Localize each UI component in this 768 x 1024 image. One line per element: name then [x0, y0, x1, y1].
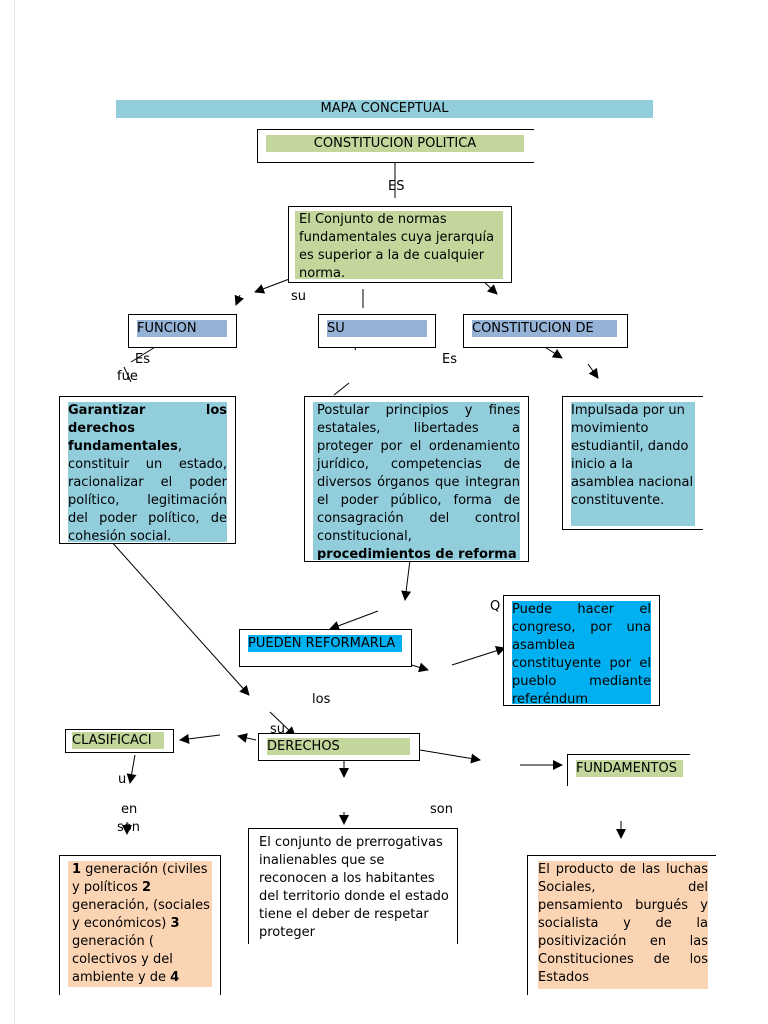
line-def-funcion [254, 277, 293, 294]
node-constitucion-de: CONSTITUCION DE [463, 314, 628, 348]
line-funcion-derechos [109, 539, 250, 696]
node-definicion-text: El Conjunto de normas fundamentales cuya… [295, 211, 503, 279]
connector-son-fund: son [430, 802, 453, 817]
node-funcion-label: FUNCION [137, 320, 227, 337]
contenido-text: Postular principios y fines estatales, l… [317, 403, 520, 544]
node-reforma-text-body: Puede hacer el congreso, por una asamble… [512, 601, 651, 704]
node-su-contenido-label: SU [327, 320, 427, 337]
connector-q: Q [490, 599, 501, 614]
clasif-t2: generación, (sociales y económicos) [72, 898, 210, 931]
contenido-bold-text: procedimientos de reforma [317, 547, 517, 560]
node-definicion: El Conjunto de normas fundamentales cuya… [288, 206, 512, 283]
connector-es-funcion: Es [135, 352, 150, 367]
line-to-pueden [329, 610, 379, 631]
node-clasificacion-text-body: 1 generación (civiles y políticos 2 gene… [68, 861, 212, 987]
clasif-n3: 3 [170, 916, 180, 931]
node-pueden-reformarla: PUEDEN REFORMARLA [239, 629, 412, 667]
node-funcion-text-body: Garantizar los derechos fundamentales, c… [68, 402, 227, 542]
line-constit-arrow2 [587, 363, 599, 379]
line-clasif-down [126, 754, 137, 784]
node-clasificacion-label: CLASIFICACI [72, 732, 164, 749]
page-edge [14, 0, 15, 1024]
node-derechos-label: DERECHOS [267, 738, 410, 755]
line-su-derechos [269, 711, 296, 737]
line-derechos-fund [419, 749, 481, 764]
node-pueden-reformarla-label: PUEDEN REFORMARLA [248, 635, 402, 652]
node-clasificacion-text: 1 generación (civiles y políticos 2 gene… [59, 855, 221, 995]
funcion-rest-text: , constituir un estado, racionalizar el … [68, 439, 227, 542]
connector-un: u [118, 772, 127, 787]
node-clasificacion: CLASIFICACI [65, 729, 174, 753]
clasif-n1: 1 [72, 862, 82, 877]
node-constitucion-label: CONSTITUCION POLITICA [266, 135, 524, 152]
connector-su: su [291, 289, 307, 304]
node-constitucion-de-text: Impulsada por un movimiento estudiantil,… [562, 396, 703, 530]
line-derechos-clasif [237, 733, 257, 743]
connector-en: en [121, 802, 138, 817]
line-contenido-down [401, 559, 412, 601]
connector-son-clasif: son [117, 820, 140, 835]
node-derechos-text: El conjunto de prerrogativas inalienable… [248, 828, 458, 944]
line-contenido-top [333, 382, 350, 396]
funcion-bold-text: Garantizar los derechos fundamentales [68, 403, 227, 454]
line-fue [123, 366, 132, 383]
clasif-t1: generación (civiles y políticos [72, 862, 208, 895]
node-funcion: FUNCION [128, 314, 237, 348]
node-fundamentos-text: El producto de las luchas Sociales, del … [527, 855, 716, 995]
node-constitucion-politica: CONSTITUCION POLITICA [257, 129, 534, 163]
node-funcion-text: Garantizar los derechos fundamentales, c… [59, 396, 236, 544]
node-derechos: DERECHOS [258, 733, 420, 761]
connector-fue: fue [117, 369, 138, 384]
node-su-contenido: SU [318, 314, 436, 348]
clasif-n4: 4 [170, 970, 180, 985]
title-bar: MAPA CONCEPTUAL [116, 100, 653, 118]
node-derechos-text-body: El conjunto de prerrogativas inalienable… [259, 835, 449, 940]
node-reforma-text: Puede hacer el congreso, por una asamble… [503, 595, 660, 706]
clasif-n2: 2 [141, 880, 152, 895]
node-fundamentos-text-body: El producto de las luchas Sociales, del … [538, 861, 708, 989]
connector-es: ES [388, 179, 405, 194]
node-constitucion-de-label: CONSTITUCION DE [472, 320, 617, 337]
node-contenido-text: Postular principios y fines estatales, l… [304, 396, 529, 562]
node-fundamentos: FUNDAMENTOS [567, 754, 690, 786]
line-to-reforma [451, 645, 506, 666]
line-def-funcion-b [234, 294, 244, 306]
node-contenido-text-body: Postular principios y fines estatales, l… [313, 402, 520, 560]
node-fundamentos-label: FUNDAMENTOS [576, 760, 683, 777]
line-derechos-clasif2 [179, 733, 221, 744]
clasif-t3: generación ( colectivos y del ambiente y… [72, 934, 173, 985]
connector-los: los [312, 692, 331, 707]
node-constitucion-de-text-body: Impulsada por un movimiento estudiantil,… [571, 402, 695, 526]
connector-es-constitucion: Es [442, 352, 457, 367]
